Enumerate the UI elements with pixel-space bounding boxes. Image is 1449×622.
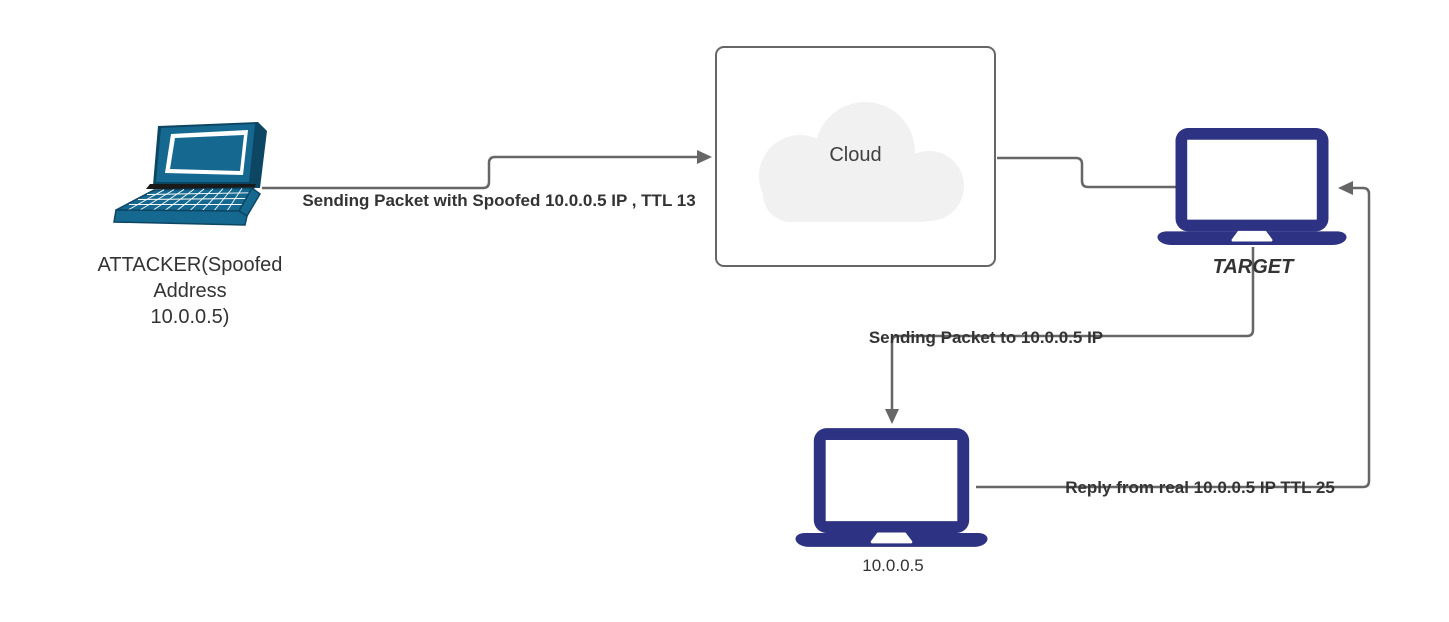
realhost-laptop-icon (795, 428, 988, 547)
edge-cloud-to-target (997, 156, 1176, 189)
cloud-label: Cloud (829, 144, 882, 166)
edge-label-attacker-to-cloud: Sending Packet with Spoofed 10.0.0.5 IP … (302, 191, 696, 210)
edge-realhost-to-target (976, 181, 1371, 489)
realhost-label: 10.0.0.5 (862, 556, 924, 575)
edge-label-target-to-realhost: Sending Packet to 10.0.0.5 IP (868, 328, 1104, 347)
keyboard-grid (127, 188, 250, 212)
arrowhead-down-icon (885, 409, 899, 424)
attacker-laptop-icon (113, 122, 267, 226)
edge-target-to-realhost (885, 247, 1255, 424)
edge-attacker-to-cloud (262, 150, 712, 190)
target-laptop-icon (1157, 128, 1347, 245)
edge-label-realhost-to-target: Reply from real 10.0.0.5 IP TTL 25 (1065, 478, 1335, 497)
cloud-container-box: Cloud (715, 46, 996, 267)
cloud-icon (759, 102, 964, 222)
arrowhead-left-icon (1338, 181, 1353, 195)
target-label: TARGET (1212, 256, 1294, 278)
attacker-label: ATTACKER(Spoofed Address 10.0.0.5) (97, 254, 283, 328)
arrowhead-right-icon (697, 150, 712, 164)
